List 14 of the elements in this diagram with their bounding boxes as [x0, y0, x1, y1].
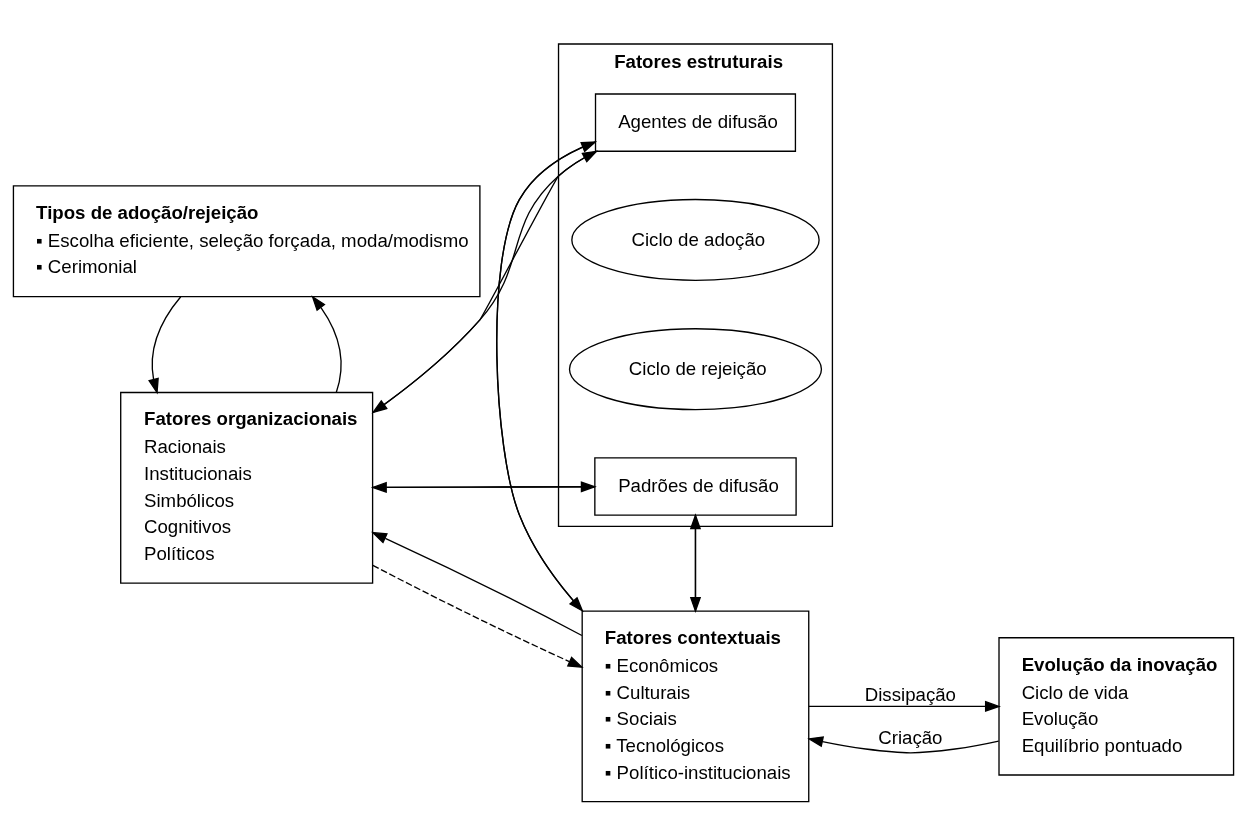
node-box: Fatores contextuais ▪ Econômicos ▪ Culturais ▪ Sociais ▪ Tecnológicos ▪ Político-institucionais — [581, 610, 810, 803]
arrow — [808, 700, 1001, 712]
edge-label: Dissipação — [864, 684, 956, 706]
arrow — [148, 296, 182, 395]
node-box: Fatores organizacionais Racionais Institucionais Simbólicos Cognitivos Políticos — [120, 391, 374, 584]
edge-label: Criação — [878, 726, 943, 748]
node-box: Evolução da inovação Ciclo de vida Evolução Equilíbrio pontuado — [998, 637, 1235, 776]
node-box: Padrões de difusão — [594, 457, 797, 516]
node-ellipse: Ciclo de rejeição — [568, 328, 823, 411]
arrow — [807, 736, 1000, 754]
node-box: Agentes de difusão — [594, 93, 797, 152]
node-ellipse: Ciclo de adoção — [571, 198, 820, 281]
node-box: Tipos de adoção/rejeição ▪ Escolha eficiente, seleção forçada, moda/modismo ▪ Cerimonial — [12, 185, 481, 298]
arrow — [311, 295, 342, 394]
